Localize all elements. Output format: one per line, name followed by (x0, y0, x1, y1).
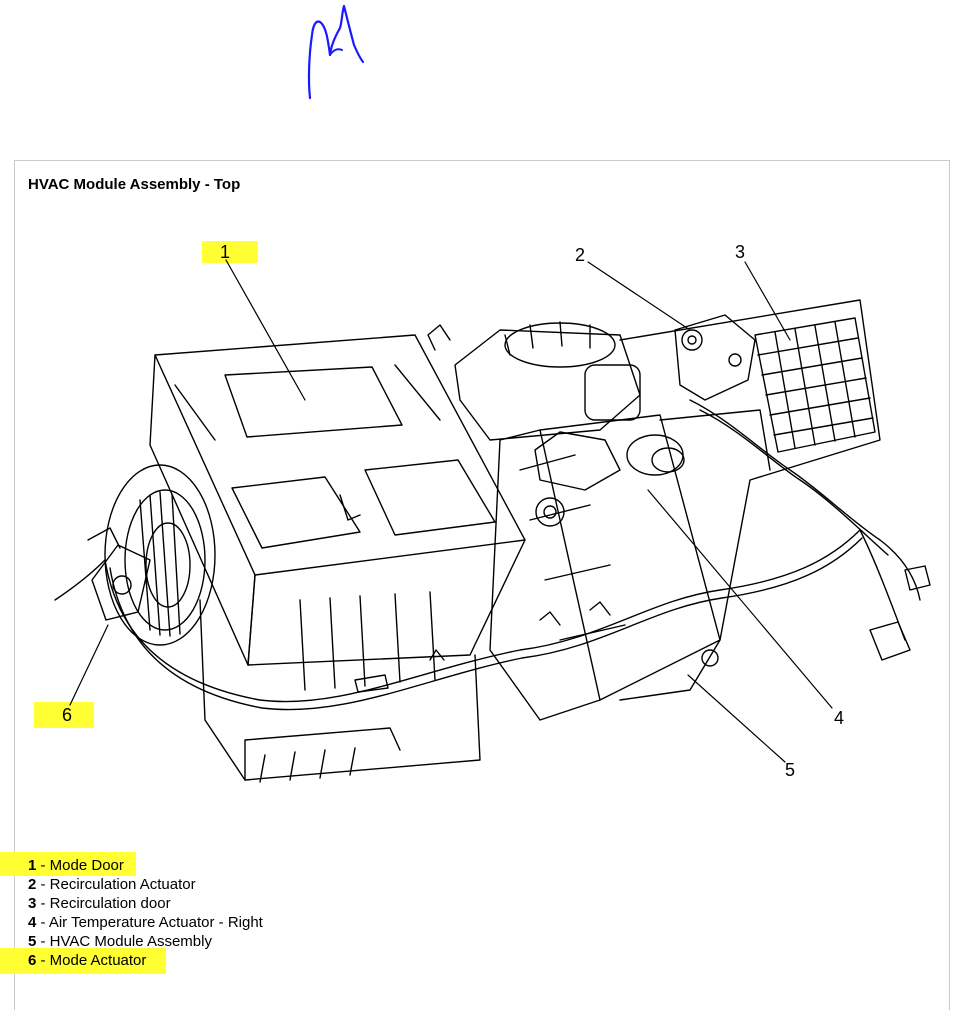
legend-item: 4 - Air Temperature Actuator - Right (28, 914, 263, 931)
callout-3: 3 (735, 242, 746, 262)
diagram-panel (14, 160, 950, 1010)
diagram-title: HVAC Module Assembly - Top (28, 176, 241, 193)
legend-item: 6 - Mode Actuator (28, 952, 147, 969)
legend-item: 1 - Mode Door (28, 857, 124, 874)
legend-6-highlight (0, 948, 166, 974)
callout-1: 1 (220, 242, 231, 262)
legend-item: 5 - HVAC Module Assembly (28, 933, 212, 950)
callout-4: 4 (834, 708, 845, 728)
callout-6: 6 (62, 705, 73, 725)
legend-item: 3 - Recirculation door (28, 895, 171, 912)
legend-1-highlight (0, 852, 136, 876)
callout-1-highlight (202, 241, 258, 263)
callout-5: 5 (785, 760, 796, 780)
callout-2: 2 (575, 245, 586, 265)
parts-legend: 1 - Mode Door 2 - Recirculation Actuator… (28, 856, 263, 970)
legend-item: 2 - Recirculation Actuator (28, 876, 196, 893)
handwritten-signature (307, 4, 365, 100)
callout-6-highlight (34, 702, 94, 728)
